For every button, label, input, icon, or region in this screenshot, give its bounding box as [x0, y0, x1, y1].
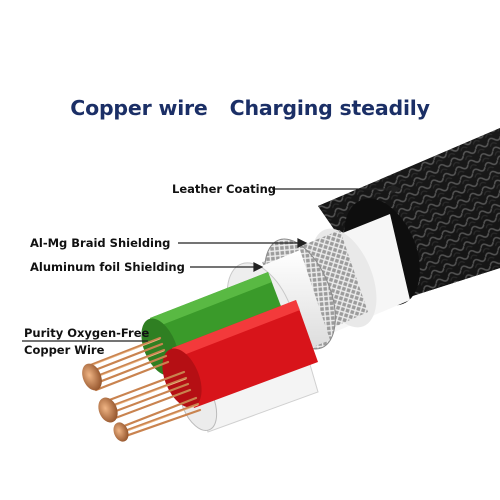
label-foil-shielding: Aluminum foil Shielding [30, 260, 185, 274]
red-wire [162, 300, 318, 408]
label-leather-coating: Leather Coating [172, 182, 277, 196]
headline-copper-wire: Copper wire [70, 96, 208, 120]
leader-lines [22, 184, 402, 342]
label-copper-line1: Purity Oxygen-Free [24, 326, 150, 340]
label-copper-line2: Copper Wire [24, 343, 105, 357]
headline: Copper wire Charging steadily [0, 96, 500, 120]
label-braid-shielding: Al-Mg Braid Shielding [30, 236, 171, 250]
headline-charging-steadily: Charging steadily [229, 96, 430, 120]
copper-strands [82, 336, 202, 442]
